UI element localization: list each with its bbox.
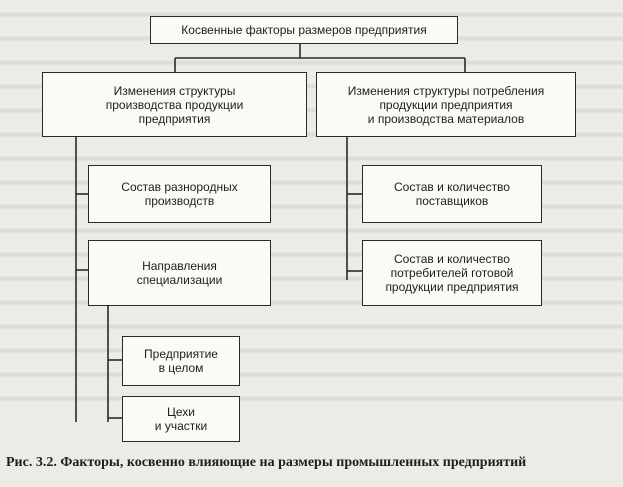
figure-caption: Рис. 3.2. Факторы, косвенно влияющие на … [6, 455, 527, 470]
left-subitem-box: Предприятие в целом [122, 336, 240, 386]
right-item-box: Состав и количество поставщиков [362, 165, 542, 223]
root-factor-box: Косвенные факторы размеров предприятия [150, 16, 458, 44]
left-item-box: Направления специализации [88, 240, 271, 306]
left-branch-box: Изменения структуры производства продукц… [42, 72, 307, 137]
left-item-box: Состав разнородных производств [88, 165, 271, 223]
left-subitem-box: Цехи и участки [122, 396, 240, 442]
right-branch-box: Изменения структуры потребления продукци… [316, 72, 576, 137]
right-item-box: Состав и количество потребителей готовой… [362, 240, 542, 306]
